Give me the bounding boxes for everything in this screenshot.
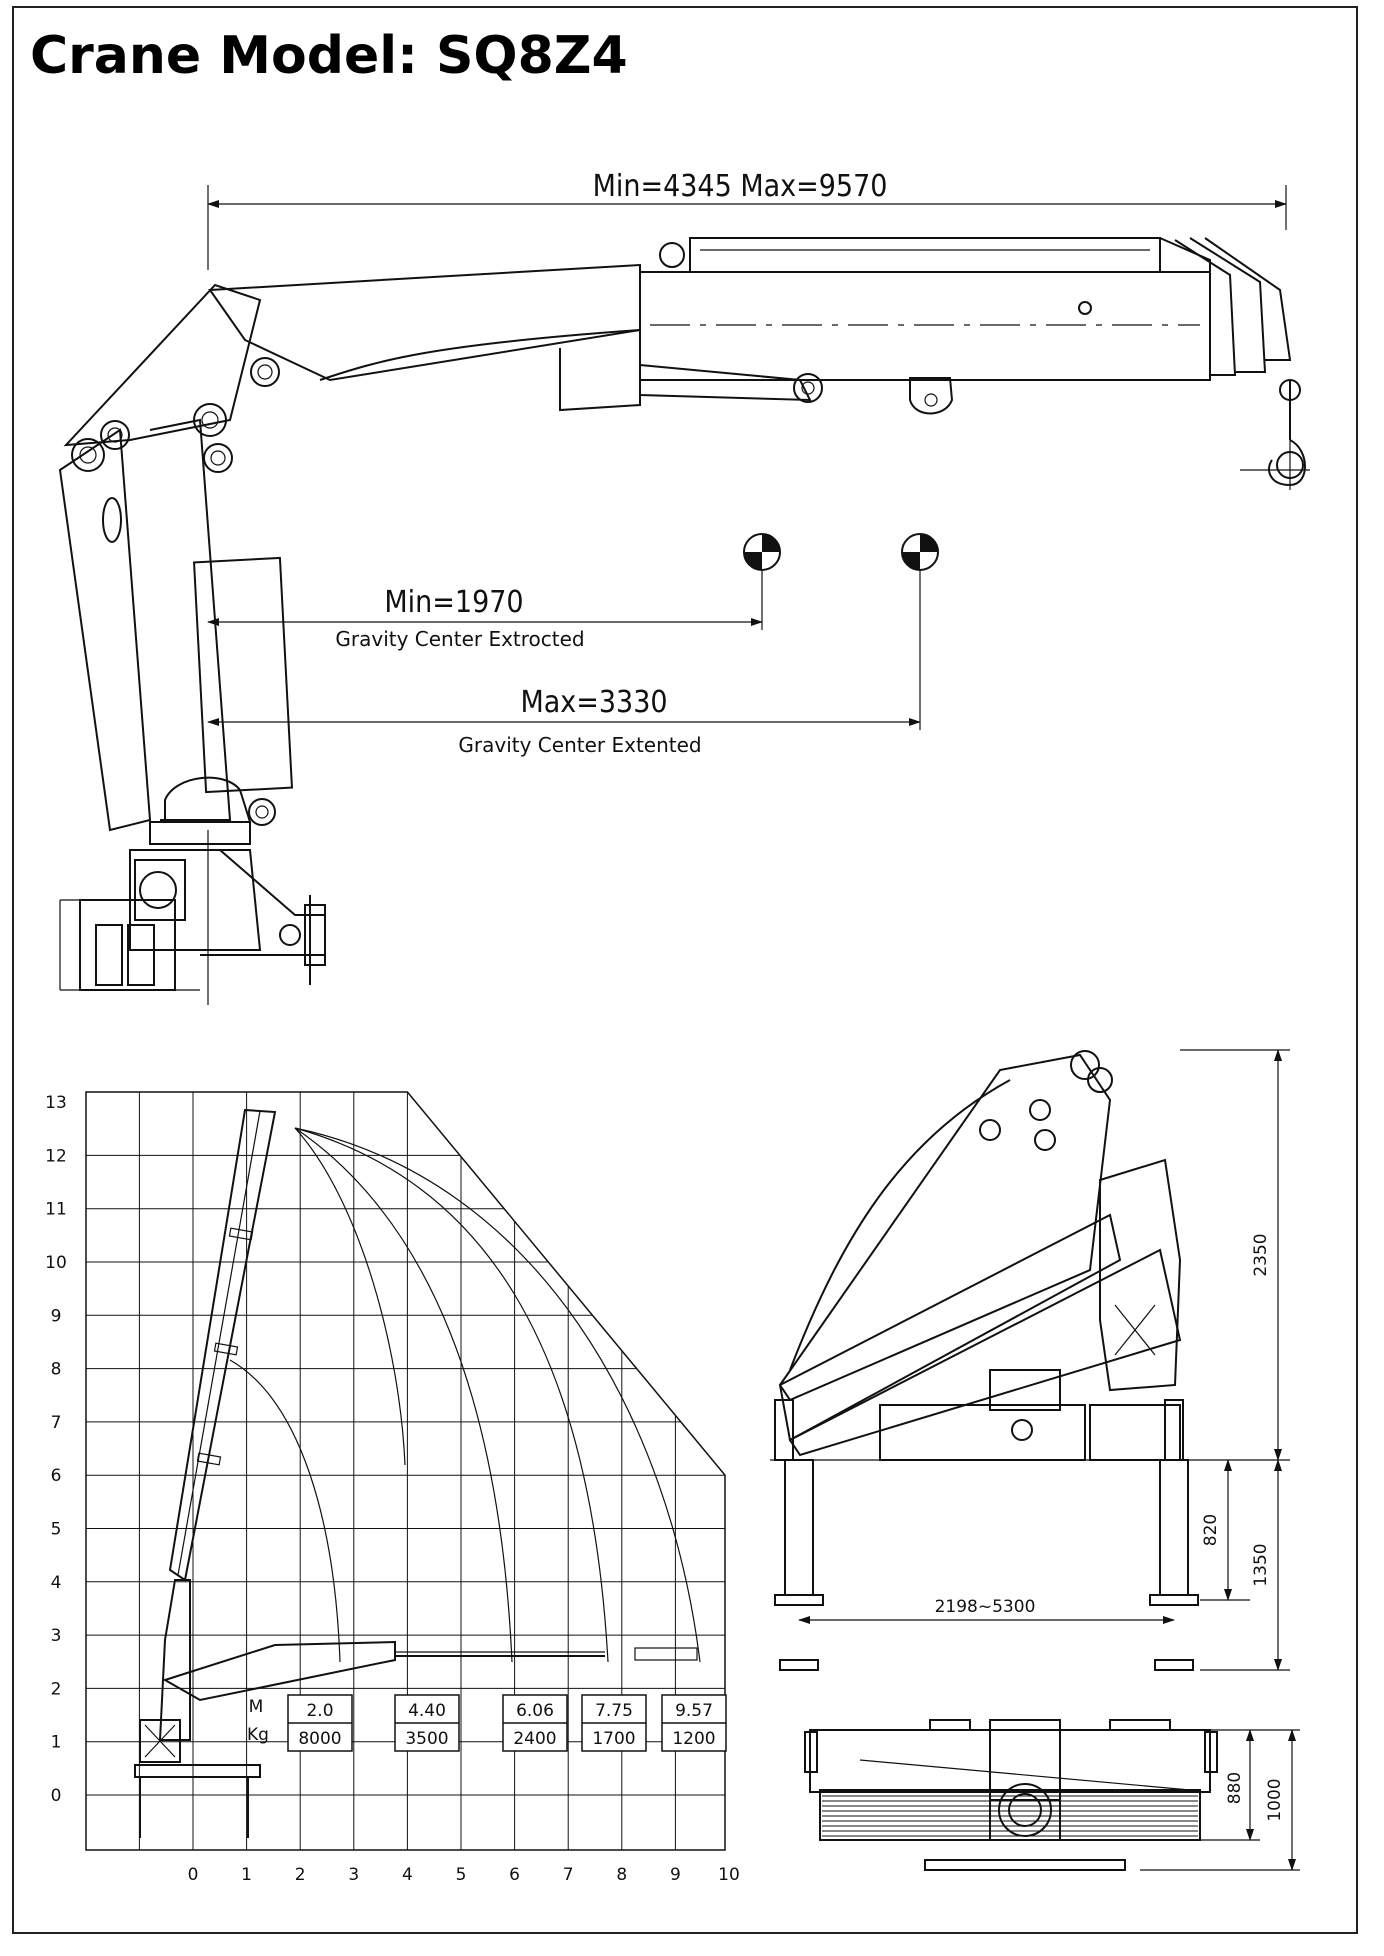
top-view: 880 1000 xyxy=(804,1719,1300,1871)
boom-length-label: Min=4345 Max=9570 xyxy=(593,169,888,204)
load-weight-value: 2400 xyxy=(513,1729,556,1749)
gravity-min-caption: Gravity Center Extrocted xyxy=(335,627,584,651)
x-tick-label: 0 xyxy=(188,1865,199,1885)
gravity-min-label: Min=1970 xyxy=(384,585,523,620)
y-tick-label: 10 xyxy=(45,1253,67,1273)
load-distance-value: 9.57 xyxy=(675,1701,713,1721)
gravity-max-label: Max=3330 xyxy=(520,685,667,720)
height-total-label: 2350 xyxy=(1251,1233,1271,1276)
load-distance-value: 4.40 xyxy=(408,1701,446,1721)
gravity-center-min-symbol xyxy=(743,533,781,571)
y-tick-label: 8 xyxy=(51,1360,62,1380)
load-weight-value: 8000 xyxy=(298,1729,341,1749)
load-weight-value: 1200 xyxy=(672,1729,715,1749)
x-tick-label: 10 xyxy=(718,1865,740,1885)
x-tick-label: 1 xyxy=(241,1865,252,1885)
load-curve-2 xyxy=(294,1127,406,1466)
y-tick-label: 4 xyxy=(51,1573,62,1593)
y-tick-label: 2 xyxy=(51,1679,62,1699)
width-880-label: 880 xyxy=(1225,1772,1245,1804)
load-curve-5 xyxy=(294,1127,701,1663)
y-tick-label: 11 xyxy=(45,1200,67,1220)
outrigger-span-label: 2198~5300 xyxy=(935,1597,1036,1617)
load-curve-4 xyxy=(294,1127,609,1663)
load-chart-grid xyxy=(85,1091,726,1851)
y-tick-label: 7 xyxy=(51,1413,62,1433)
load-curve-3 xyxy=(294,1127,513,1663)
crane-model-title: Crane Model: SQ8Z4 xyxy=(30,26,628,86)
x-tick-label: 2 xyxy=(295,1865,306,1885)
y-tick-label: 9 xyxy=(51,1306,62,1326)
x-tick-label: 8 xyxy=(616,1865,627,1885)
load-unit-distance: M xyxy=(249,1697,264,1717)
y-tick-label: 0 xyxy=(51,1786,62,1806)
y-tick-label: 3 xyxy=(51,1626,62,1646)
y-tick-label: 13 xyxy=(45,1093,67,1113)
y-tick-label: 6 xyxy=(51,1466,62,1486)
load-table: 2.0 8000 4.40 3500 6.06 2400 7.75 1700 9.57 1200 xyxy=(287,1694,727,1752)
height-1350-label: 1350 xyxy=(1251,1543,1271,1586)
height-820-label: 820 xyxy=(1201,1514,1221,1546)
x-tick-label: 4 xyxy=(402,1865,413,1885)
gravity-center-max-symbol xyxy=(901,533,939,571)
width-1000-label: 1000 xyxy=(1265,1778,1285,1821)
x-tick-label: 3 xyxy=(348,1865,359,1885)
side-view: Min=4345 Max=9570 xyxy=(58,169,1310,1005)
load-weight-value: 3500 xyxy=(405,1729,448,1749)
load-curve-1 xyxy=(229,1359,341,1663)
x-tick-label: 6 xyxy=(509,1865,520,1885)
x-tick-label: 7 xyxy=(563,1865,574,1885)
y-tick-label: 12 xyxy=(45,1146,67,1166)
load-chart-x-ticks: 0 1 2 3 4 5 6 7 8 9 10 xyxy=(188,1865,740,1885)
x-tick-label: 9 xyxy=(670,1865,681,1885)
x-tick-label: 5 xyxy=(456,1865,467,1885)
front-view: 2350 820 1350 2198~5300 xyxy=(770,1049,1290,1671)
load-distance-value: 6.06 xyxy=(516,1701,554,1721)
load-weight-value: 1700 xyxy=(592,1729,635,1749)
load-distance-value: 2.0 xyxy=(306,1701,333,1721)
gravity-max-caption: Gravity Center Extented xyxy=(458,733,701,757)
load-unit-load: Kg xyxy=(247,1725,269,1745)
y-tick-label: 1 xyxy=(51,1733,62,1753)
load-distance-value: 7.75 xyxy=(595,1701,633,1721)
y-tick-label: 5 xyxy=(51,1520,62,1540)
drawing-frame xyxy=(12,6,1358,1934)
